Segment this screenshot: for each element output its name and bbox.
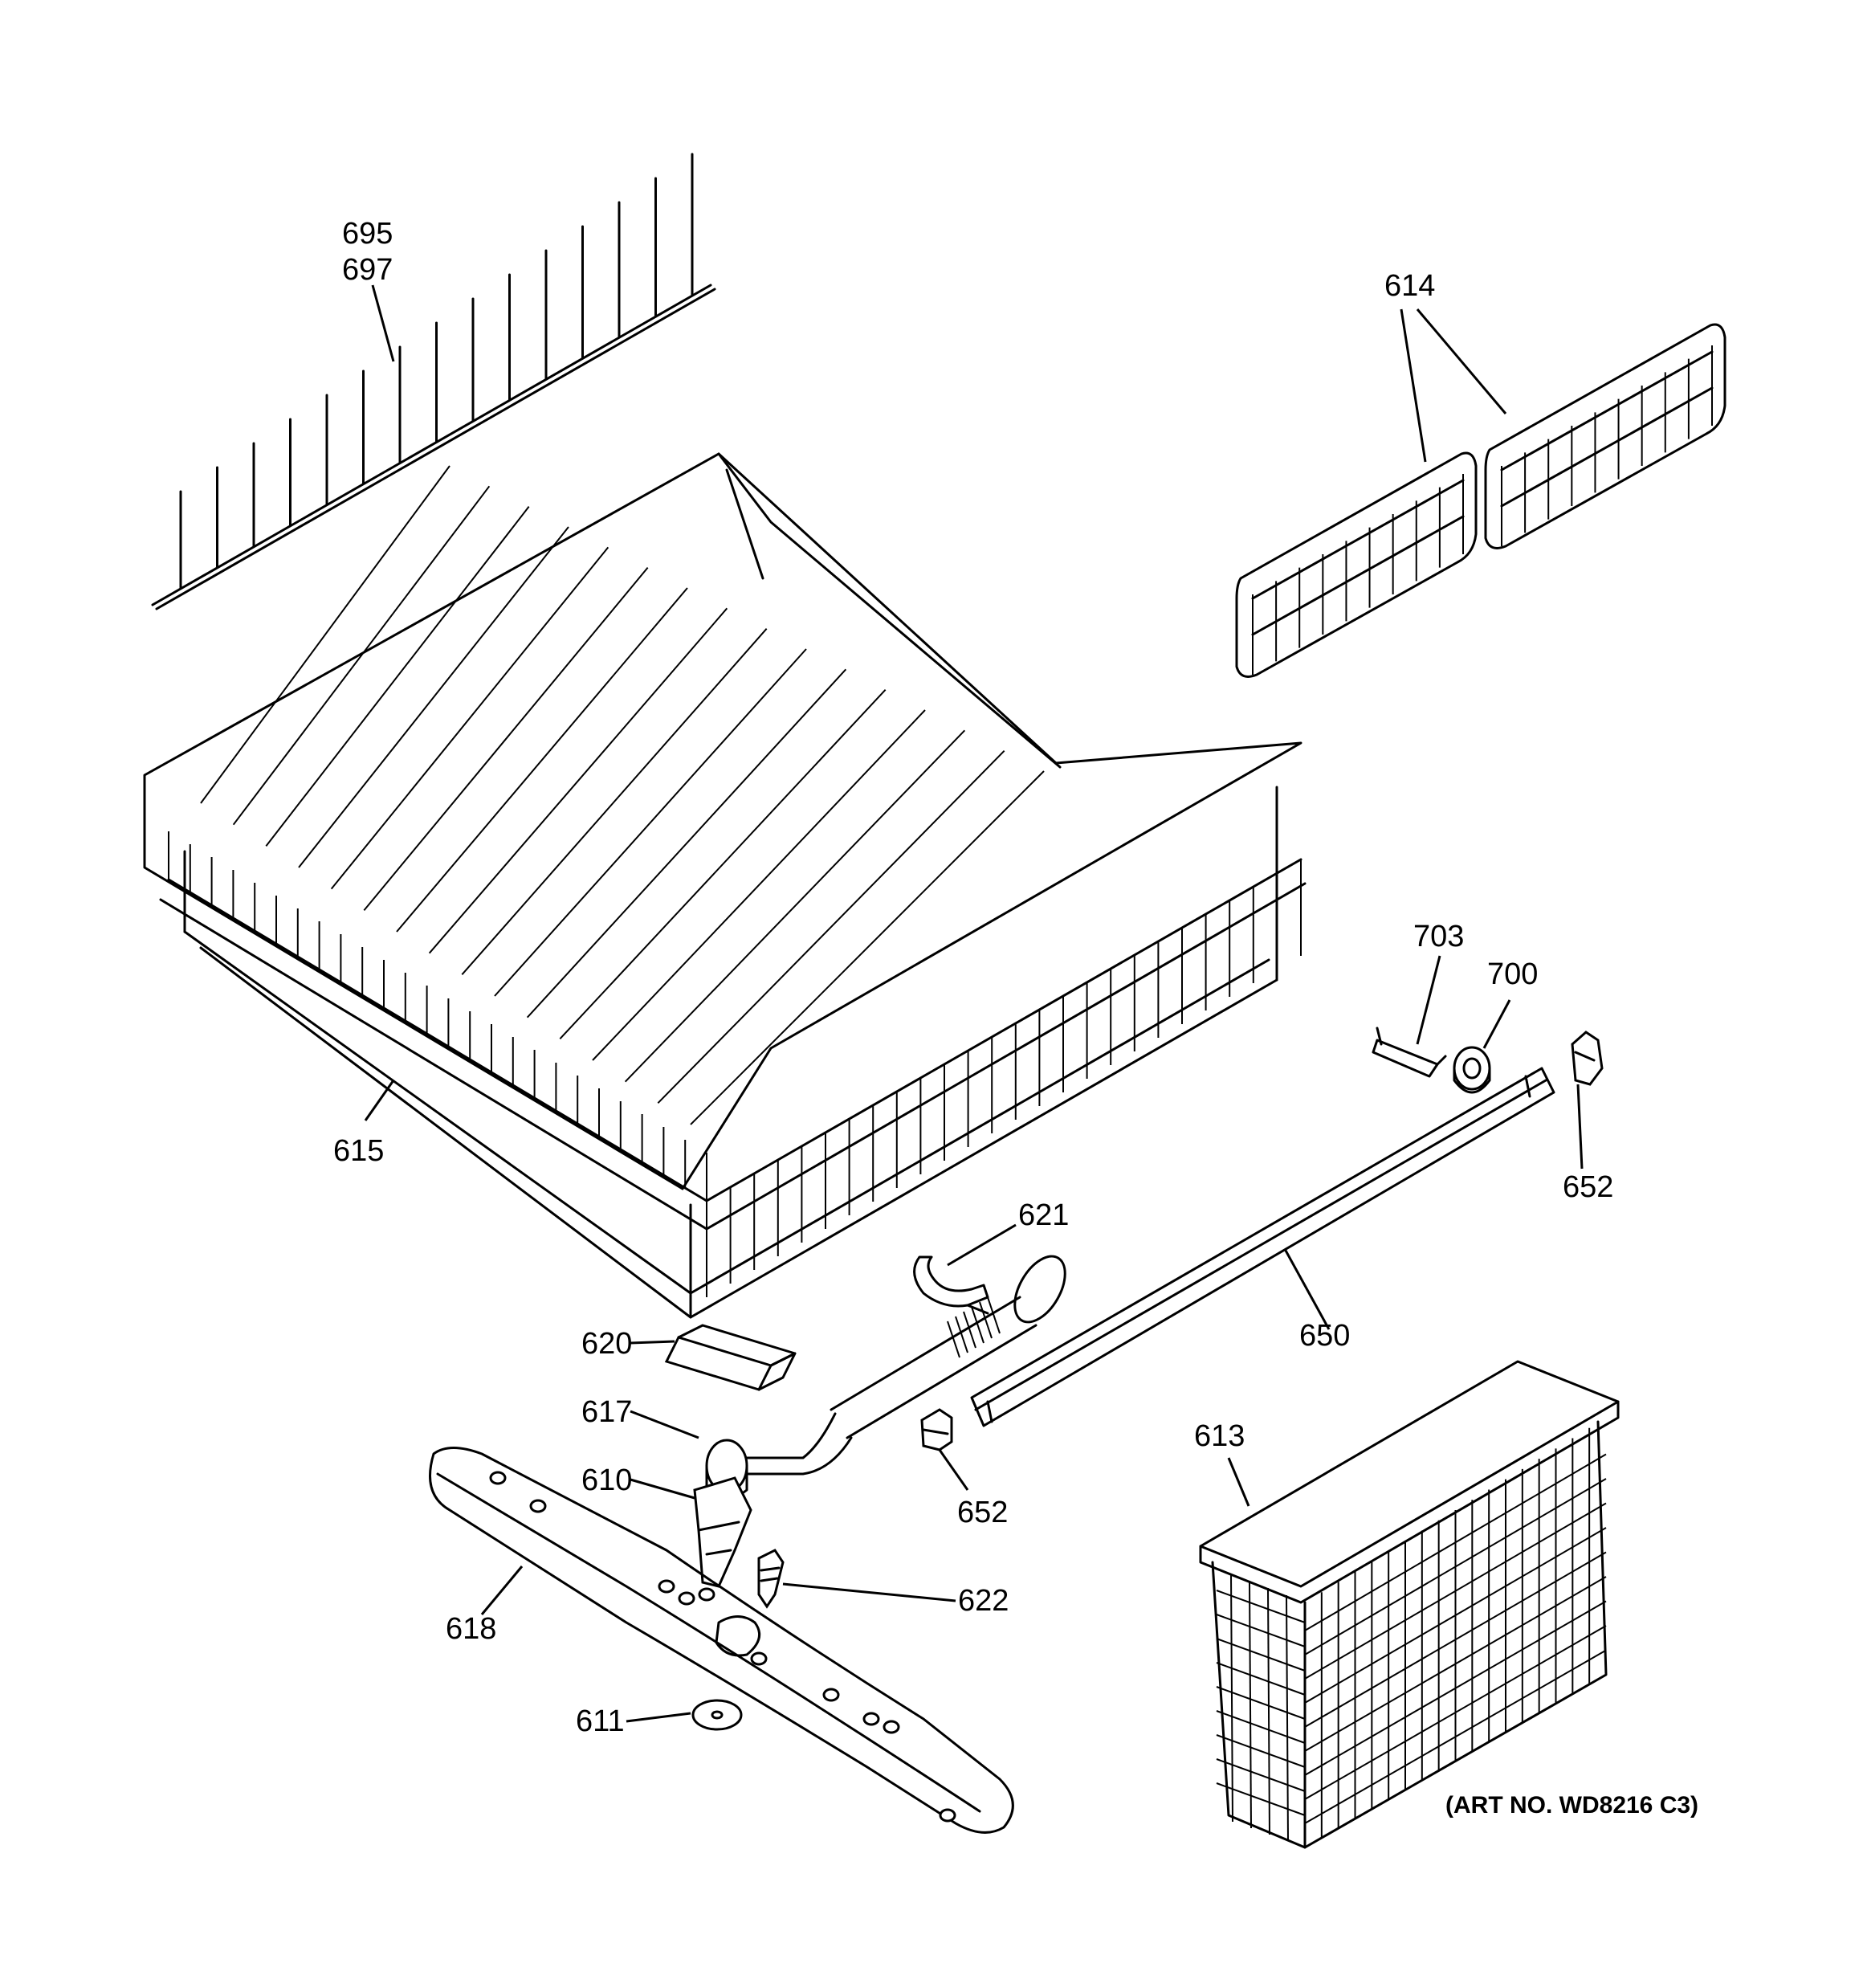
callout-621: 621 bbox=[1018, 1198, 1069, 1232]
spray-hole bbox=[529, 1499, 547, 1513]
callout-618: 618 bbox=[446, 1612, 496, 1646]
drawing-line bbox=[1216, 1734, 1306, 1768]
drawing-line bbox=[494, 648, 807, 997]
spray-hole bbox=[750, 1651, 768, 1666]
drawing-line bbox=[428, 607, 728, 954]
drawing-line bbox=[559, 688, 887, 1040]
screw-part bbox=[757, 1549, 785, 1609]
spray-hole bbox=[862, 1712, 880, 1726]
drawing-line bbox=[624, 729, 966, 1083]
callout-610: 610 bbox=[581, 1463, 632, 1497]
silverware-basket bbox=[1199, 1360, 1620, 1849]
spray-arm bbox=[429, 1447, 1014, 1834]
drawing-line bbox=[955, 1316, 968, 1353]
spray-hole bbox=[939, 1808, 956, 1823]
spray-hole bbox=[489, 1471, 507, 1485]
drawing-line bbox=[979, 1301, 993, 1339]
callout-695: 695 bbox=[342, 217, 393, 251]
spray-hole bbox=[678, 1591, 695, 1606]
drawing-line bbox=[947, 1321, 960, 1358]
callout-611: 611 bbox=[576, 1704, 625, 1738]
hose-clamp bbox=[913, 1255, 989, 1315]
callout-617: 617 bbox=[581, 1395, 632, 1429]
callout-652-upper: 652 bbox=[1563, 1170, 1613, 1204]
drawing-line bbox=[1216, 1614, 1306, 1647]
upper-rack bbox=[143, 452, 1307, 1319]
tab-part bbox=[664, 1324, 797, 1391]
rack-rail bbox=[970, 1067, 1555, 1427]
drawing-line bbox=[200, 465, 450, 804]
drawing-line bbox=[396, 587, 688, 933]
end-cap-upper bbox=[1571, 1031, 1604, 1086]
drawing-line bbox=[232, 485, 491, 826]
drawing-line bbox=[461, 628, 768, 975]
clip-part bbox=[1372, 1027, 1447, 1078]
callout-613: 613 bbox=[1194, 1419, 1245, 1453]
callout-700: 700 bbox=[1487, 957, 1538, 991]
tine-section-right bbox=[1484, 323, 1726, 549]
drawing-line bbox=[1216, 1662, 1306, 1696]
drawing-line bbox=[1216, 1638, 1306, 1672]
drawing-line bbox=[592, 709, 926, 1061]
washer-part bbox=[691, 1699, 743, 1731]
drawing-line bbox=[971, 1306, 984, 1344]
callout-652-lower: 652 bbox=[957, 1496, 1008, 1529]
spray-hole bbox=[883, 1720, 900, 1734]
drawing-line bbox=[1230, 1573, 1233, 1823]
drawing-line bbox=[1216, 1758, 1306, 1792]
drawing-line bbox=[963, 1311, 976, 1349]
drawing-line bbox=[1216, 1590, 1306, 1623]
callout-650: 650 bbox=[1299, 1319, 1350, 1353]
end-cap-lower bbox=[920, 1408, 953, 1451]
art-number: (ART NO. WD8216 C3) bbox=[1445, 1792, 1698, 1819]
spray-hole bbox=[822, 1688, 840, 1702]
tine-row-part bbox=[151, 153, 716, 610]
drawing-line bbox=[363, 567, 649, 911]
drawing-line bbox=[265, 506, 530, 847]
drawing-line bbox=[1267, 1587, 1270, 1835]
drawing-line bbox=[1249, 1580, 1252, 1829]
tine-section-left bbox=[1235, 451, 1478, 678]
callout-614: 614 bbox=[1384, 269, 1435, 303]
drawing-line bbox=[987, 1296, 1001, 1334]
callout-620: 620 bbox=[581, 1327, 632, 1361]
callout-615: 615 bbox=[333, 1134, 384, 1168]
callout-labels: 695 697 614 615 703 700 652 621 650 620 … bbox=[333, 217, 1698, 1819]
drawing-line bbox=[657, 749, 1005, 1104]
drawing-line bbox=[690, 770, 1045, 1125]
spray-hole bbox=[658, 1579, 675, 1594]
drawing-line bbox=[330, 546, 609, 890]
bearing-part bbox=[693, 1476, 752, 1588]
spray-hole bbox=[698, 1587, 715, 1602]
callout-622: 622 bbox=[958, 1584, 1009, 1618]
callout-697: 697 bbox=[342, 253, 393, 287]
drawing-line bbox=[1216, 1710, 1306, 1744]
drawing-line bbox=[298, 526, 569, 868]
drawing-line bbox=[1216, 1686, 1306, 1720]
drawing-line bbox=[526, 668, 847, 1018]
callout-703: 703 bbox=[1413, 920, 1464, 953]
leader-lines bbox=[364, 284, 1584, 1723]
wheel-part bbox=[1453, 1046, 1491, 1094]
drawing-line bbox=[1216, 1782, 1306, 1816]
drawing-line bbox=[1286, 1594, 1289, 1842]
